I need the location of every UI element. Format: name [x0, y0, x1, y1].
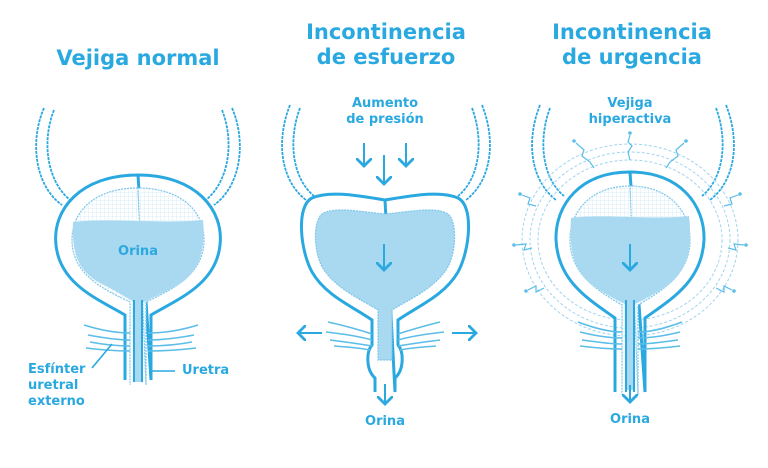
pelvic-walls — [281, 104, 491, 201]
label-line: de presión — [346, 112, 424, 127]
panel-urge-incontinence — [512, 104, 748, 402]
title-line: de urgencia — [562, 45, 702, 69]
urine-fill — [314, 209, 456, 361]
label-pressure-increase: Aumento de presión — [335, 96, 435, 128]
label-urine-out: Orina — [365, 414, 405, 429]
panel-title-stress: Incontinencia de esfuerzo — [286, 20, 486, 70]
bladder-wall — [54, 173, 222, 381]
pelvic-walls — [531, 104, 735, 201]
panel-title-urge: Incontinencia de urgencia — [532, 20, 732, 70]
panel-normal-bladder — [35, 107, 241, 386]
panel-stress-incontinence — [281, 104, 491, 404]
urine-fill — [72, 220, 204, 305]
label-line: Esfínter — [28, 362, 86, 377]
label-line: uretral — [28, 378, 79, 393]
label-sphincter: Esfínter uretral externo — [28, 362, 108, 410]
title-line: Incontinencia — [306, 20, 466, 44]
label-urine: Orina — [118, 244, 158, 259]
label-line: Aumento — [351, 96, 419, 111]
label-line: Vejiga — [607, 96, 653, 111]
label-line: hiperactiva — [588, 112, 672, 127]
sphincter-leader — [91, 343, 113, 369]
label-urine-out: Orina — [610, 412, 650, 427]
label-overactive-bladder: Vejiga hiperactiva — [580, 96, 680, 128]
bladder-wall — [300, 192, 470, 393]
sphincter-muscles — [577, 321, 683, 350]
pressure-arrows — [364, 143, 406, 184]
bladder-wall — [554, 170, 706, 393]
pelvic-walls — [35, 107, 241, 206]
label-urethra: Uretra — [182, 363, 230, 378]
panel-title-normal: Vejiga normal — [56, 46, 220, 70]
title-line: de esfuerzo — [316, 45, 456, 69]
nerve-spark-icon — [515, 134, 745, 293]
sphincter-muscles — [325, 321, 445, 351]
label-line: externo — [28, 394, 85, 409]
title-line: Incontinencia — [552, 20, 712, 44]
